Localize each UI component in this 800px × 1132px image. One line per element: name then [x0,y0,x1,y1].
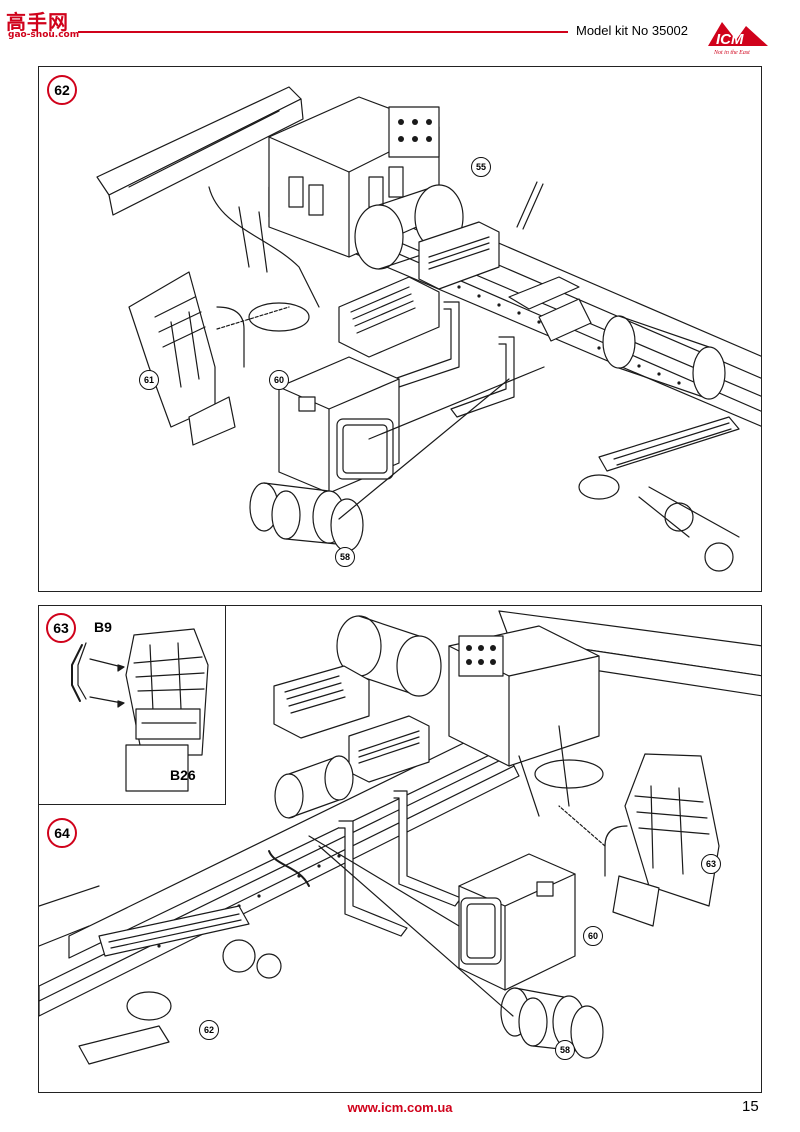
part-callout-63: 63 [701,854,721,874]
kit-title: Model kit No 35002 [576,23,689,38]
part-callout-58: 58 [555,1040,575,1060]
part-callout-60: 60 [269,370,289,390]
icm-logo: ICM Not in the East [708,22,768,56]
part-callout-58: 58 [335,547,355,567]
step-64-panel: 63 B9 B26 64 63 60 62 58 [38,605,762,1093]
step-62-panel: 62 55 61 60 58 [38,66,762,592]
part-callout-61: 61 [139,370,159,390]
part-callout-62: 62 [199,1020,219,1040]
part-callout-55: 55 [471,157,491,177]
watermark-logo: 高手网 gao-shou.com [6,6,86,40]
step-63-inset: 63 B9 B26 [39,606,226,805]
part-label-b9: B9 [94,619,112,635]
step-63-drawing [71,628,209,792]
watermark-url: gao-shou.com [8,30,80,40]
step-number-63: 63 [46,613,76,643]
step-number-62: 62 [47,75,77,105]
footer-url[interactable]: www.icm.com.ua [347,1100,453,1115]
logo-tagline: Not in the East [713,50,750,56]
header-rule [78,31,568,33]
step-number-64: 64 [47,818,77,848]
part-callout-60: 60 [583,926,603,946]
logo-text: ICM [716,31,744,48]
part-label-b26: B26 [170,767,196,783]
page-number: 15 [742,1098,759,1115]
watermark-title: 高手网 [6,10,69,34]
step-62-drawing [96,86,761,572]
